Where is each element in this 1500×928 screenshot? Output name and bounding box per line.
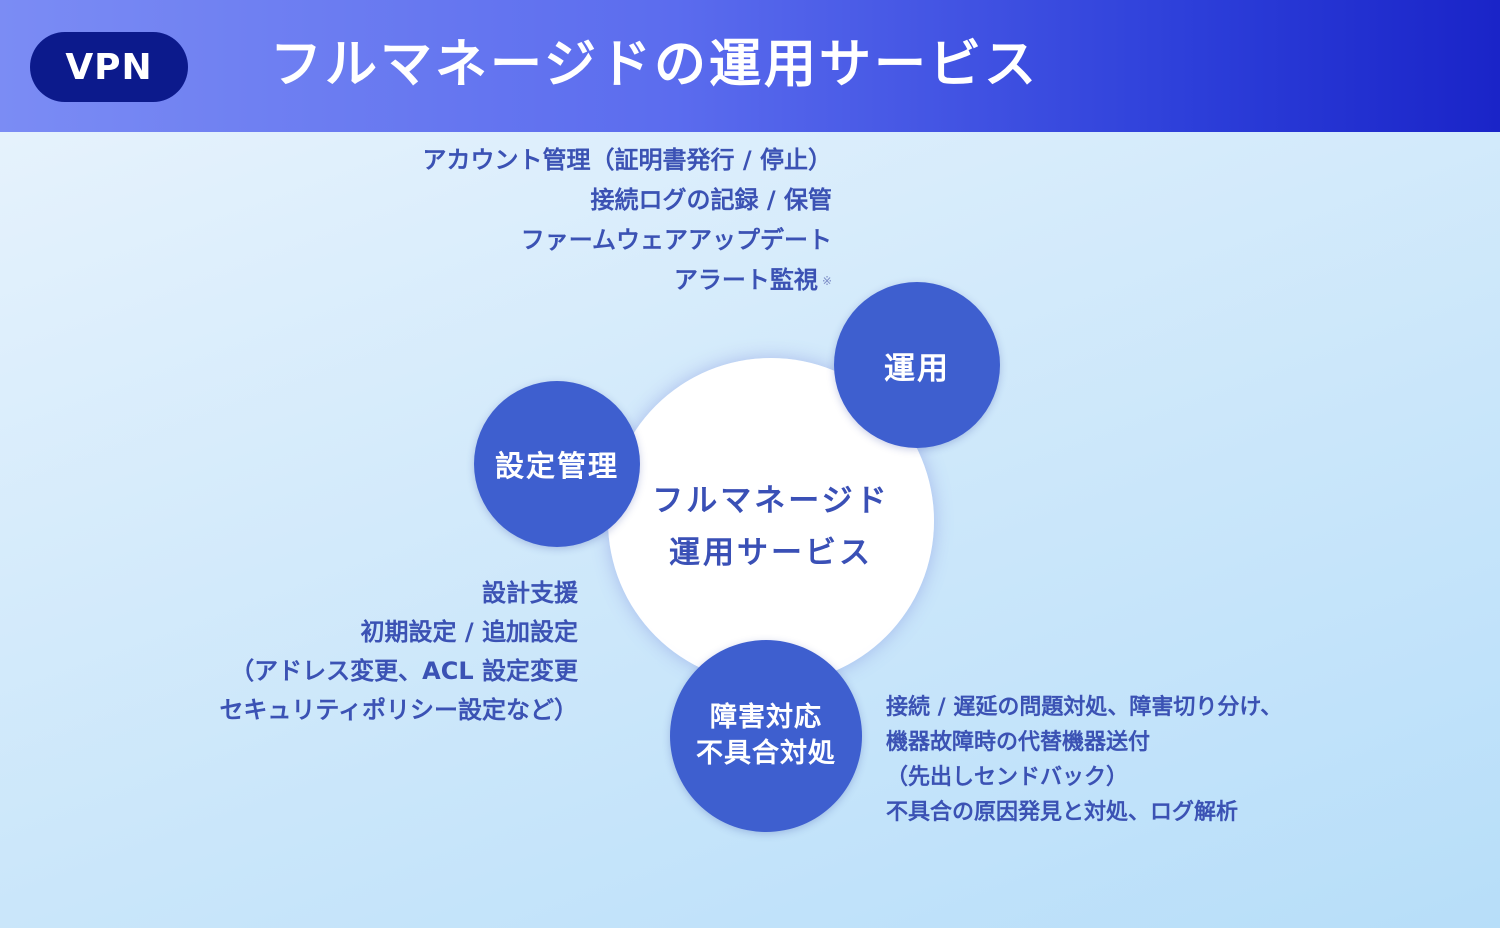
- settings-node-label: 設定管理: [494, 449, 619, 483]
- trouble-desc-item: 不具合の原因発見と対処、ログ解析: [886, 800, 1239, 825]
- header-bar: VPN フルマネージドの運用サービス: [0, 0, 1500, 132]
- trouble-node-label-line-2: 不具合対処: [696, 738, 836, 769]
- settings-desc-item: （アドレス変更、ACL 設定変更: [230, 657, 578, 685]
- settings-desc-item: 設計支援: [482, 579, 578, 607]
- trouble-desc-item: 接続 / 遅延の問題対処、障害切り分け、: [886, 695, 1283, 720]
- operation-desc-item: アカウント管理（証明書発行 / 停止）: [422, 146, 832, 174]
- trouble-node-label-line-1: 障害対応: [710, 702, 822, 733]
- settings-desc-item: 初期設定 / 追加設定: [360, 618, 578, 646]
- center-label-line-1: フルマネージド: [652, 483, 890, 519]
- settings-description: 設計支援 初期設定 / 追加設定 （アドレス変更、ACL 設定変更 セキュリティ…: [219, 574, 578, 730]
- operation-description: アカウント管理（証明書発行 / 停止） 接続ログの記録 / 保管 ファームウェア…: [423, 140, 832, 301]
- operation-desc-item: 接続ログの記録 / 保管: [590, 186, 832, 214]
- center-label: フルマネージド 運用サービス: [608, 475, 934, 579]
- trouble-desc-item: （先出しセンドバック）: [886, 765, 1129, 790]
- page-title: フルマネージドの運用サービス: [270, 35, 1039, 95]
- trouble-description: 接続 / 遅延の問題対処、障害切り分け、 機器故障時の代替機器送付 （先出しセン…: [886, 690, 1282, 830]
- settings-node: 設定管理: [474, 381, 640, 547]
- vpn-badge: VPN: [30, 32, 188, 102]
- operation-desc-item: ファームウェアアップデート: [520, 226, 832, 254]
- trouble-node: 障害対応 不具合対処: [670, 640, 862, 832]
- note-mark: ※: [821, 274, 832, 288]
- operation-desc-item: アラート監視※: [423, 260, 832, 301]
- center-label-line-2: 運用サービス: [669, 535, 873, 571]
- trouble-desc-item: 機器故障時の代替機器送付: [886, 730, 1151, 755]
- settings-desc-item: セキュリティポリシー設定など）: [219, 696, 578, 724]
- operation-node: 運用: [834, 282, 1000, 448]
- operation-node-label: 運用: [884, 350, 950, 387]
- operation-desc-text: アラート監視: [673, 266, 818, 294]
